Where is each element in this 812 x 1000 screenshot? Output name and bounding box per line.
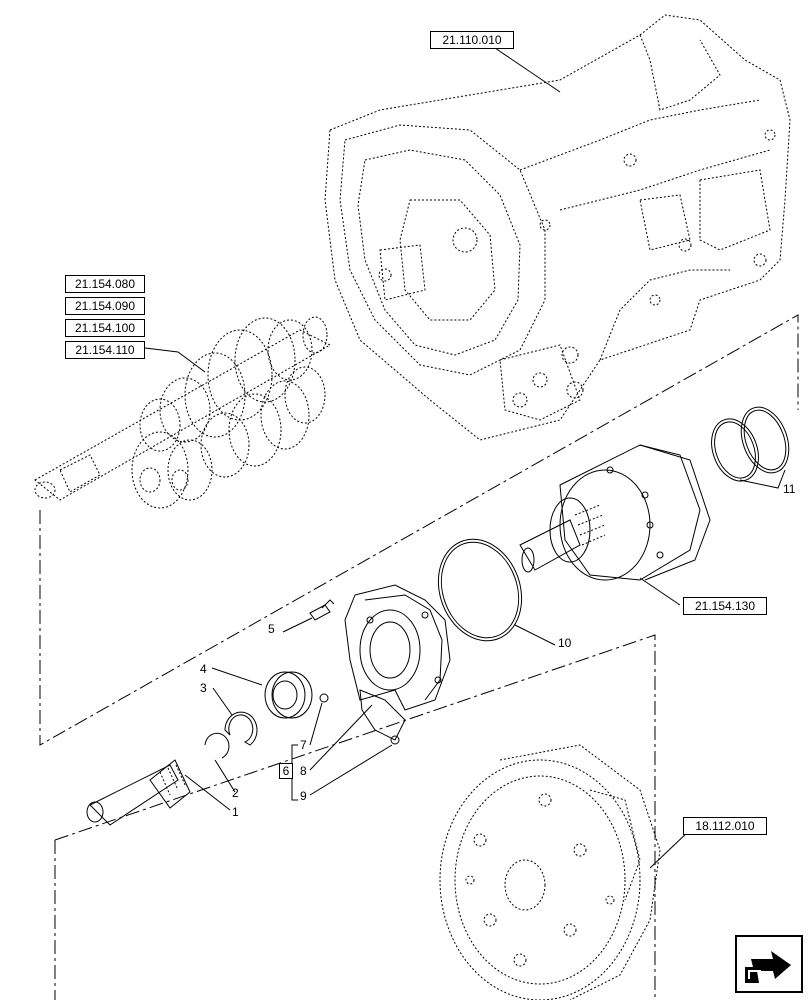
callout-3: 3 <box>200 681 207 695</box>
callout-10-leader <box>514 624 556 646</box>
callout-11: 11 <box>783 482 796 496</box>
callout-1-leader <box>184 774 231 811</box>
clutch-ref-leader <box>639 577 681 606</box>
callout-7-leader <box>309 702 323 746</box>
callout-4: 4 <box>200 662 207 676</box>
callout-7: 7 <box>300 738 307 752</box>
callout-4-leader <box>211 667 263 686</box>
flywheel-drawing <box>439 744 661 1000</box>
callout-8-leader <box>309 704 373 771</box>
callout-9-leader <box>309 744 393 796</box>
callout-2: 2 <box>232 786 239 800</box>
bolt-drawing <box>309 599 335 621</box>
clutch-pack-drawing <box>519 444 711 581</box>
callout-5: 5 <box>268 622 275 636</box>
release-bearing-housing-drawing <box>344 584 451 745</box>
input-shaft-drawing <box>86 759 191 826</box>
callout-1: 1 <box>232 805 239 819</box>
next-page-arrow-icon[interactable] <box>735 935 803 993</box>
snap-rings-drawing <box>711 406 790 482</box>
gear-shaft-drawing <box>34 316 332 509</box>
ref-transmission-case[interactable]: 21.110.010 <box>430 31 514 49</box>
ref-gear-shaft-2[interactable]: 21.154.090 <box>65 297 145 315</box>
callout-2-leader <box>214 759 236 793</box>
callout-9: 9 <box>300 789 307 803</box>
bearing-drawing <box>264 671 313 719</box>
callout-6: 6 <box>279 763 293 779</box>
flywheel-ref-leader <box>649 829 691 869</box>
o-ring-drawing <box>437 538 523 642</box>
ref-flywheel[interactable]: 18.112.010 <box>683 817 767 835</box>
callout-5-leader <box>282 617 313 633</box>
callout-3-leader <box>212 687 233 716</box>
ref-gear-shaft-3[interactable]: 21.154.100 <box>65 319 145 337</box>
callout-8: 8 <box>300 764 307 778</box>
ref-gear-shaft-4[interactable]: 21.154.110 <box>65 341 145 359</box>
case-ref-leader <box>494 47 561 93</box>
assembly-boundary-line <box>39 314 799 746</box>
transmission-case-drawing <box>324 14 791 441</box>
callout-11-leader <box>739 469 786 489</box>
ref-clutch-pack[interactable]: 21.154.130 <box>683 597 767 615</box>
ref-gear-shaft-1[interactable]: 21.154.080 <box>65 275 145 293</box>
gear-ref-leader <box>144 347 206 373</box>
small-circlip-drawing <box>204 732 230 759</box>
circlip-drawing <box>224 711 258 746</box>
lower-boundary-line <box>54 634 656 1000</box>
grease-fitting-drawing <box>319 693 329 703</box>
callout-10: 10 <box>558 636 572 650</box>
